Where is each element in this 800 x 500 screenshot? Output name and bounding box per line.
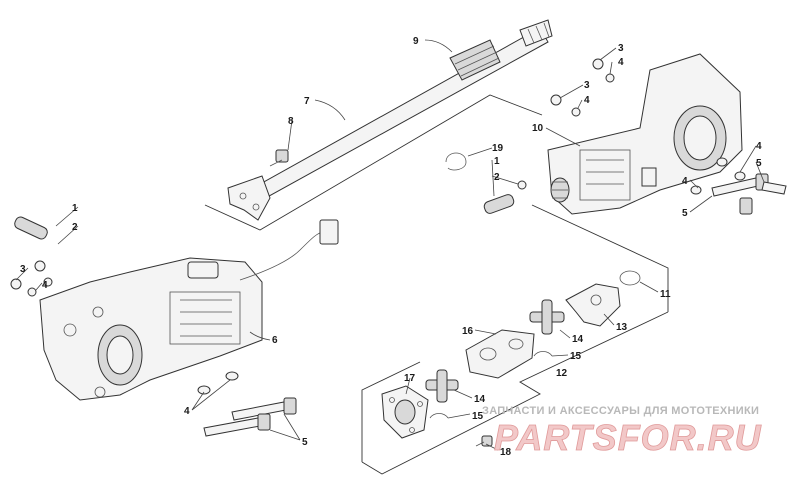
group-frame-front <box>204 94 543 231</box>
bolt-8 <box>269 149 289 167</box>
cross-14-upper <box>529 299 565 335</box>
drive-shaft <box>252 19 553 201</box>
screw-18 <box>475 435 493 447</box>
callout-1-right: 1 <box>494 156 500 167</box>
watermark-logo: PARTSFOR.RU <box>494 417 762 458</box>
yoke-13 <box>565 283 621 327</box>
washers-left <box>10 260 53 297</box>
cross-14-lower <box>425 369 459 403</box>
group-frame-ujoint-left <box>361 361 421 462</box>
callout-13: 13 <box>616 322 628 333</box>
callout-1-left: 1 <box>72 203 78 214</box>
callout-15-lower: 15 <box>472 411 484 422</box>
callout-18: 18 <box>500 447 512 458</box>
callout-12: 12 <box>556 368 568 379</box>
clip-15-upper <box>533 351 553 357</box>
callout-4-right-top: 4 <box>756 141 762 152</box>
callout-14-upper: 14 <box>572 334 584 345</box>
callout-10: 10 <box>532 123 544 134</box>
callout-3-top: 3 <box>618 43 624 54</box>
vent-hose-right <box>483 180 527 214</box>
shaft-mount-bracket <box>227 175 271 221</box>
bolts-bottom <box>203 397 297 437</box>
callout-labels: 9 7 8 1 2 3 4 6 4 5 3 4 3 4 10 19 1 2 4 … <box>20 36 762 458</box>
vent-hose-left <box>14 216 48 240</box>
callout-8: 8 <box>288 116 294 127</box>
watermark-subtitle: ЗАПЧАСТИ И АКСЕССУАРЫ ДЛЯ МОТОТЕХНИКИ <box>482 405 759 417</box>
washers-bottom <box>197 371 239 395</box>
callout-2-left: 2 <box>72 222 78 233</box>
callout-14-lower: 14 <box>474 394 486 405</box>
input-spline <box>550 177 570 203</box>
wire-harness <box>239 219 339 281</box>
callout-11: 11 <box>660 289 671 300</box>
washers-right-top <box>550 58 615 117</box>
group-frame-front-lower <box>531 204 669 312</box>
callout-19: 19 <box>492 143 504 154</box>
callout-3-left: 3 <box>20 264 26 275</box>
callout-7: 7 <box>304 96 310 107</box>
callout-17: 17 <box>404 373 416 384</box>
leader-lines <box>15 39 765 451</box>
bolts-right <box>711 173 787 215</box>
clip-15-lower <box>429 413 449 419</box>
callout-3-mid: 3 <box>584 80 590 91</box>
callout-2-right: 2 <box>494 172 500 183</box>
callout-4-bottom: 4 <box>184 406 190 417</box>
rear-drive-housing <box>39 257 263 401</box>
washers-right-side <box>690 157 746 195</box>
center-yoke-16 <box>465 329 535 379</box>
snap-ring-19 <box>445 152 467 171</box>
callout-15-upper: 15 <box>570 351 582 362</box>
watermark: ЗАПЧАСТИ И АКСЕССУАРЫ ДЛЯ МОТОТЕХНИКИ PA… <box>482 405 762 458</box>
group-frame-ujoint <box>361 311 669 475</box>
callout-4-right: 4 <box>682 176 688 187</box>
callout-9: 9 <box>413 36 419 47</box>
o-ring-11 <box>619 270 641 286</box>
callout-5-right: 5 <box>682 208 688 219</box>
callout-16: 16 <box>462 326 474 337</box>
callout-5-left: 5 <box>302 437 308 448</box>
callout-5-right-top: 5 <box>756 158 762 169</box>
callout-6: 6 <box>272 335 278 346</box>
callout-4-top: 4 <box>618 57 624 68</box>
callout-4-mid: 4 <box>584 95 590 106</box>
flange-17 <box>381 385 429 439</box>
front-drive-housing <box>547 53 743 215</box>
callout-4-left: 4 <box>42 280 48 291</box>
